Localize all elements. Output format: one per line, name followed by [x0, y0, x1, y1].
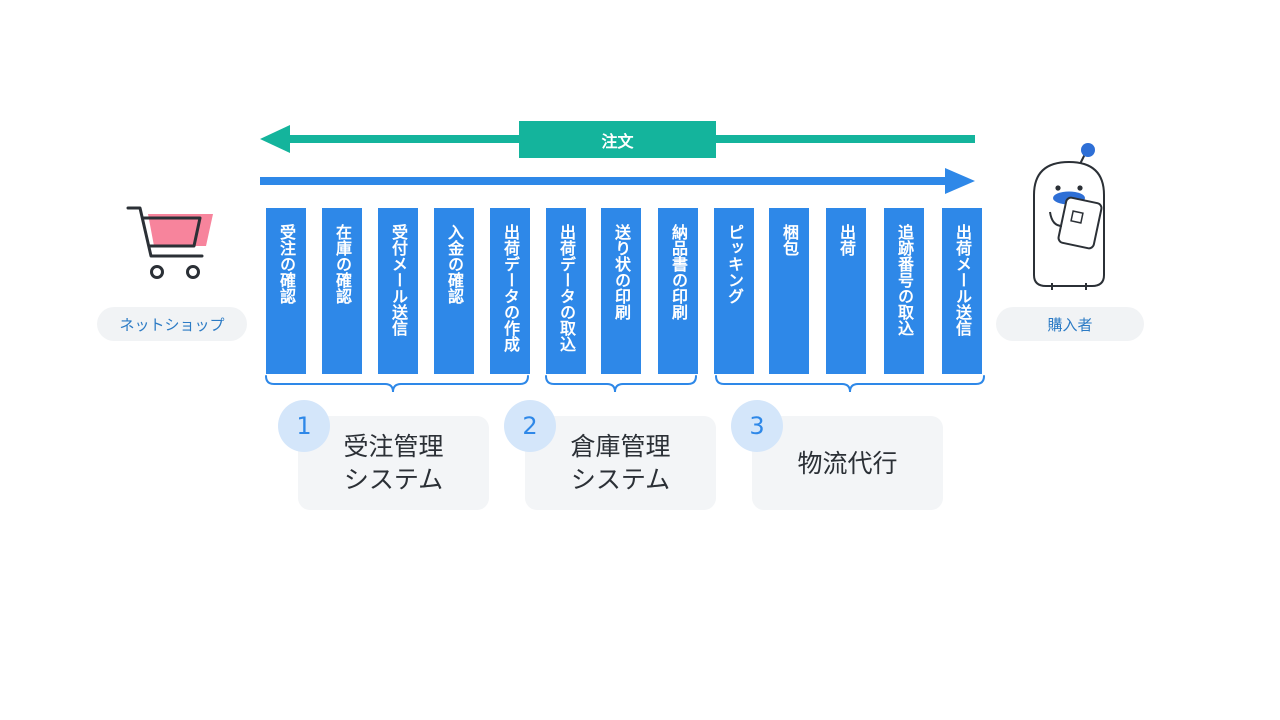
- step-label: 送り状の印刷: [612, 224, 631, 320]
- step-box-receipt-mail: 受付メール送信: [378, 208, 418, 374]
- step-label: 受付メール送信: [389, 224, 408, 336]
- group-braces: [265, 375, 985, 393]
- step-box-payment-check: 入金の確認: [434, 208, 474, 374]
- group-number-badge: 1: [278, 400, 330, 452]
- step-box-shipping-data-create: 出荷データの作成: [490, 208, 530, 374]
- step-box-shipping-mail: 出荷メール送信: [942, 208, 982, 374]
- group-title-line1: 物流代行: [797, 448, 898, 478]
- group-card-order-management: 受注管理システム: [298, 416, 489, 510]
- group-number-badge: 2: [504, 400, 556, 452]
- step-label: 受注の確認: [277, 224, 296, 304]
- step-box-shipping-data-import: 出荷データの取込: [546, 208, 586, 374]
- step-label: 追跡番号の取込: [895, 224, 914, 336]
- group-number-badge: 3: [731, 400, 783, 452]
- step-box-shipping: 出荷: [826, 208, 866, 374]
- step-box-picking: ピッキング: [714, 208, 754, 374]
- step-box-invoice-print: 納品書の印刷: [658, 208, 698, 374]
- step-label: 納品書の印刷: [669, 224, 688, 320]
- step-box-stock-check: 在庫の確認: [322, 208, 362, 374]
- flow-arrow: [260, 168, 975, 194]
- step-label: 在庫の確認: [333, 224, 352, 304]
- mascot-with-phone-icon: [1033, 143, 1105, 290]
- shopping-cart-icon: [126, 206, 213, 279]
- step-label: 出荷データの取込: [557, 224, 576, 352]
- step-box-waybill-print: 送り状の印刷: [601, 208, 641, 374]
- step-box-packing: 梱包: [769, 208, 809, 374]
- buyer-label: 購入者: [996, 307, 1144, 341]
- group-title-line1: 倉庫管理: [570, 432, 671, 461]
- group-title-line2: システム: [570, 465, 671, 494]
- step-label: 出荷データの作成: [501, 224, 520, 352]
- order-label: 注文: [519, 121, 716, 158]
- step-label: 梱包: [780, 224, 799, 256]
- step-box-tracking-import: 追跡番号の取込: [884, 208, 924, 374]
- step-label: 出荷メール送信: [953, 224, 972, 336]
- step-label: ピッキング: [725, 224, 744, 304]
- step-label: 出荷: [837, 224, 856, 256]
- step-label: 入金の確認: [445, 224, 464, 304]
- group-title-line2: システム: [343, 465, 444, 494]
- net-shop-label: ネットショップ: [97, 307, 247, 341]
- group-title-line1: 受注管理: [343, 432, 444, 461]
- group-card-warehouse-management: 倉庫管理システム: [525, 416, 716, 510]
- group-card-logistics-outsourcing: 物流代行: [752, 416, 943, 510]
- step-box-order-check: 受注の確認: [266, 208, 306, 374]
